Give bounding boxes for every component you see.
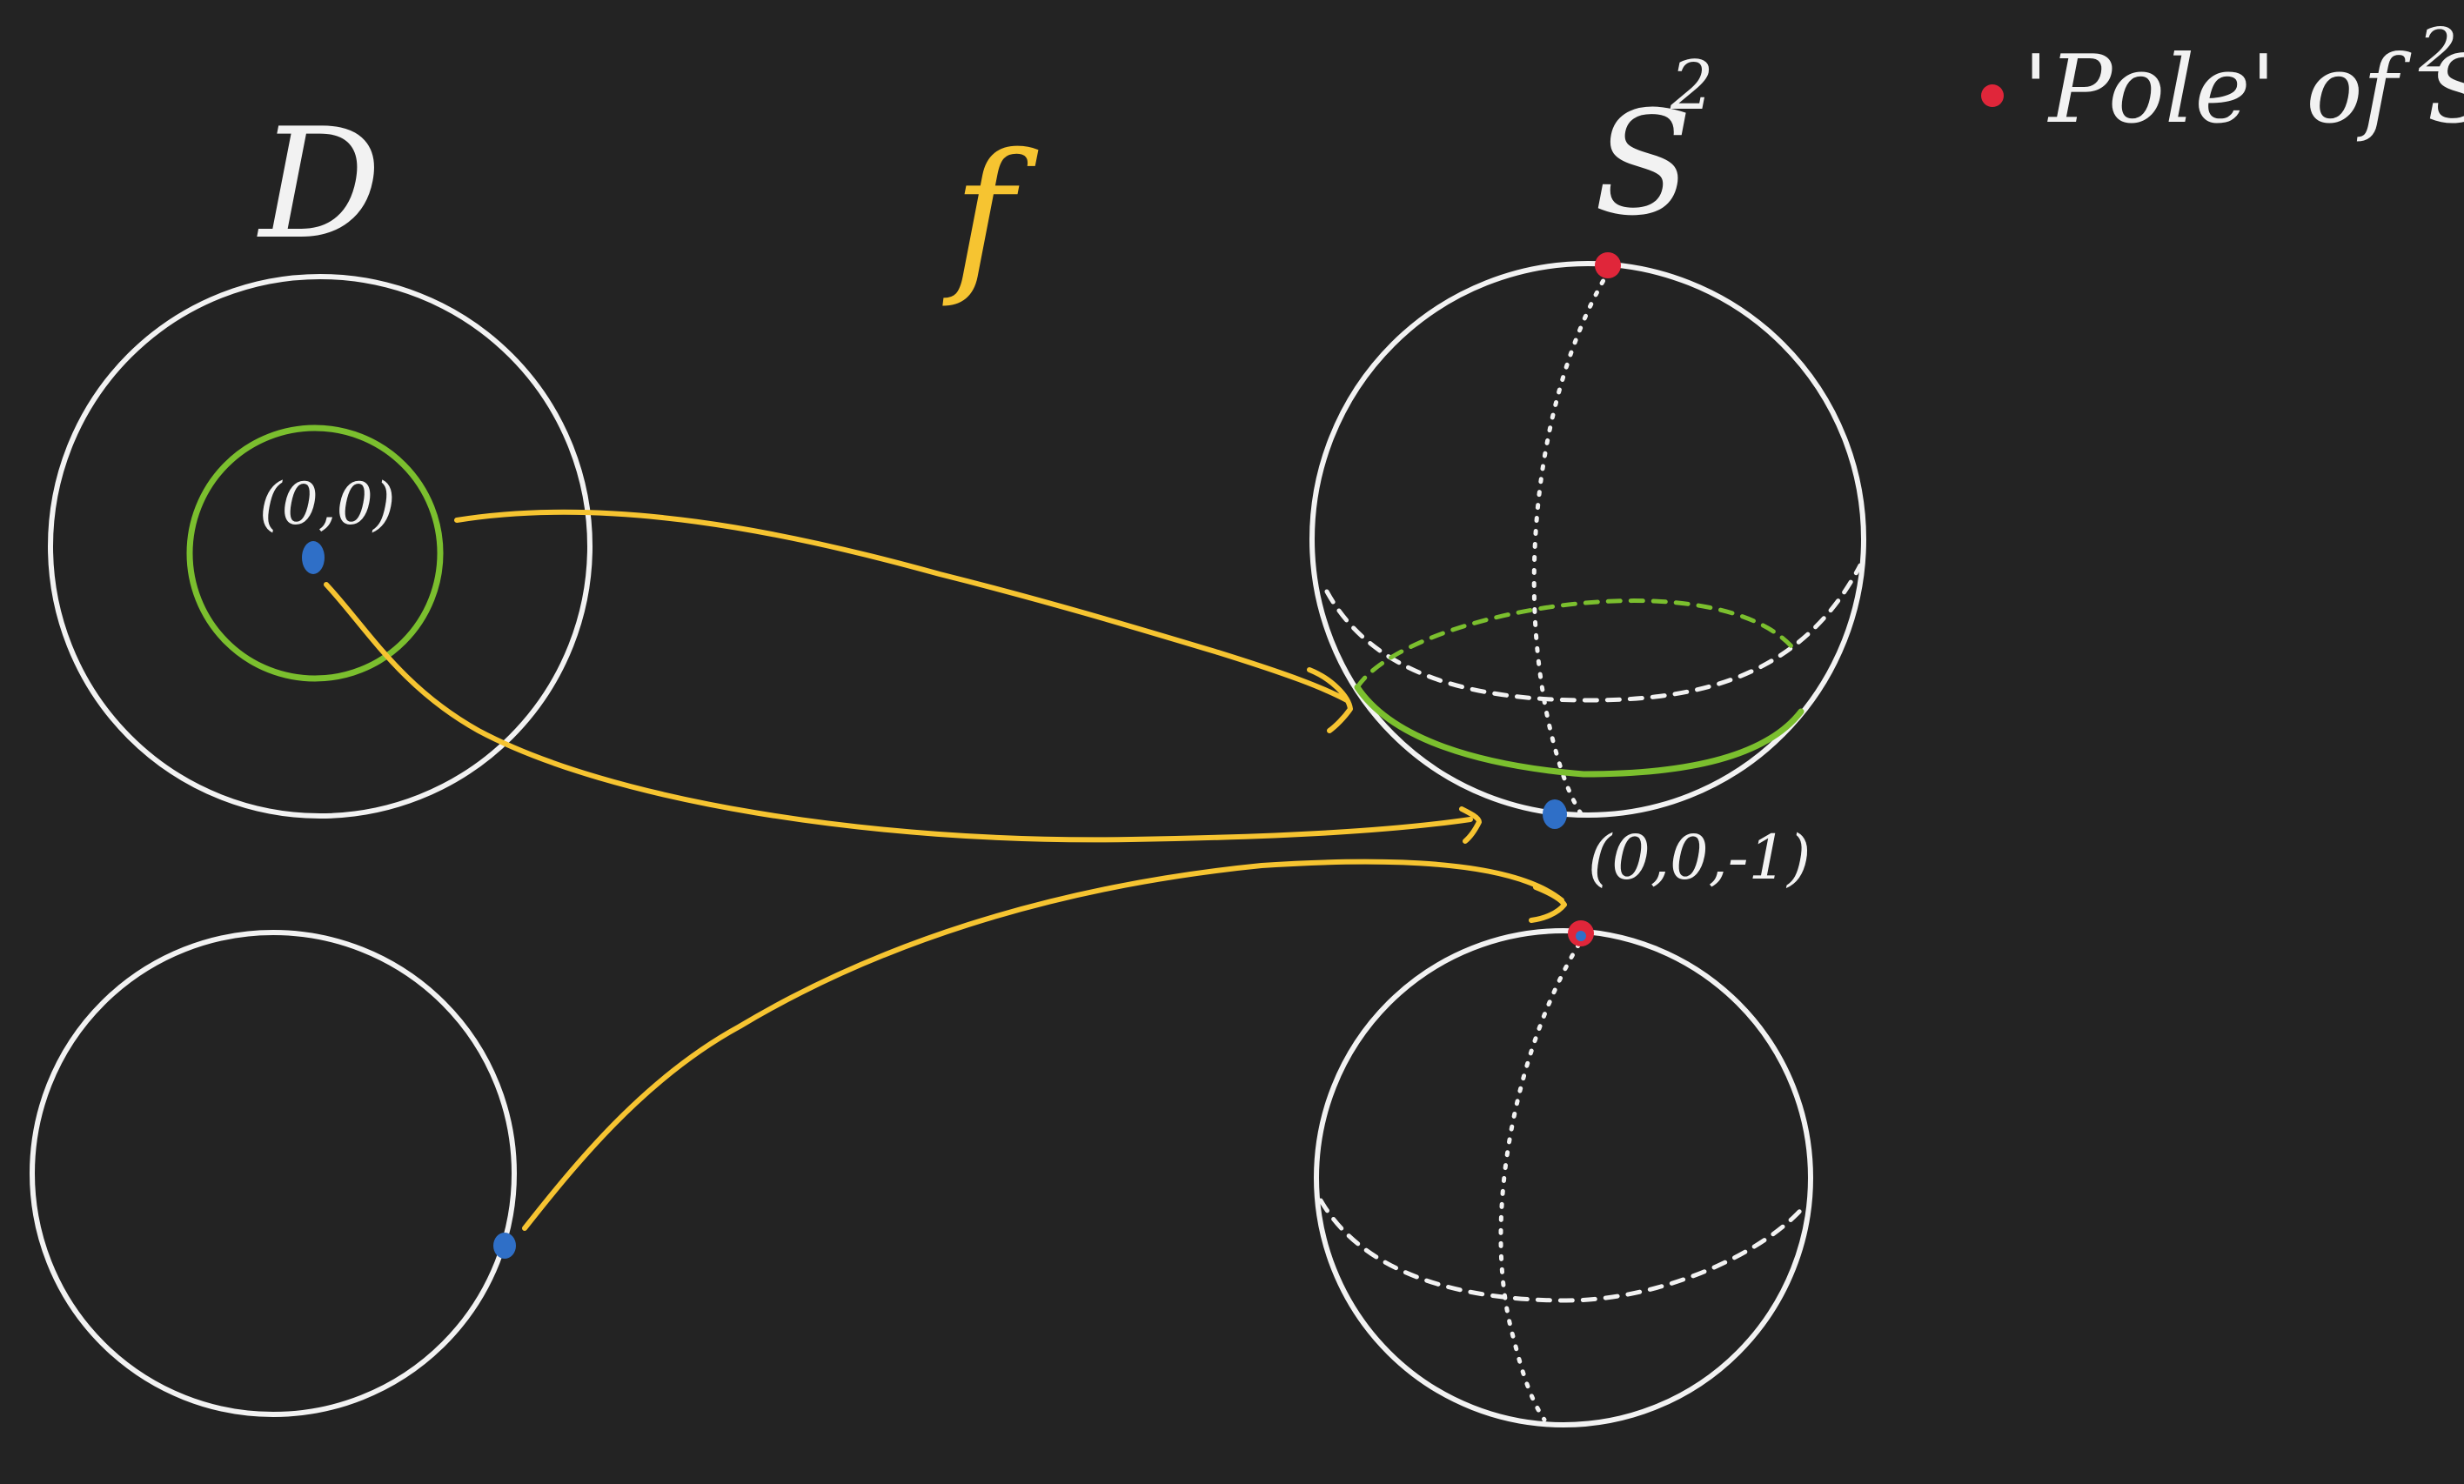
disk-outer-circle [48,274,593,819]
legend-exponent: 2 [2418,15,2458,86]
disk-label: D [257,97,381,273]
north-pole-point [1595,252,1621,278]
south-point [1543,799,1567,829]
lower-sphere-outline [1314,928,1813,1427]
sphere-meridian [1531,267,1612,820]
south-point-label: (0,0,-1) [1588,822,1811,893]
legend-text: 'Pole' of S [2023,36,2464,144]
disk-inner-circle [186,424,444,682]
legend-pole-dot [1981,84,2004,107]
sphere-equator-front [1324,563,1863,703]
lower-sphere-meridian [1498,941,1582,1422]
latitude-circle-front [1354,684,1804,778]
lower-sphere-equator [1318,1198,1809,1303]
sphere-exponent: 2 [1670,47,1714,125]
arrow-head-south [1459,806,1482,844]
boundary-point [493,1233,516,1259]
arrow-boundary-to-pole [522,859,1564,1231]
origin-label: (0,0) [259,471,395,538]
arrow-circle-to-latitude [454,509,1349,703]
arrow-head-pole [1529,885,1567,923]
sphere-outline [1309,261,1866,818]
map-label: f [942,118,1039,311]
latitude-circle-back [1355,598,1799,690]
origin-point [302,541,325,574]
arrow-origin-to-south [324,582,1473,843]
sphere-label: S [1594,80,1692,247]
arrow-head-latitude [1307,667,1353,733]
disk-lower-circle [30,930,517,1417]
lower-sphere-image-point [1576,931,1586,941]
